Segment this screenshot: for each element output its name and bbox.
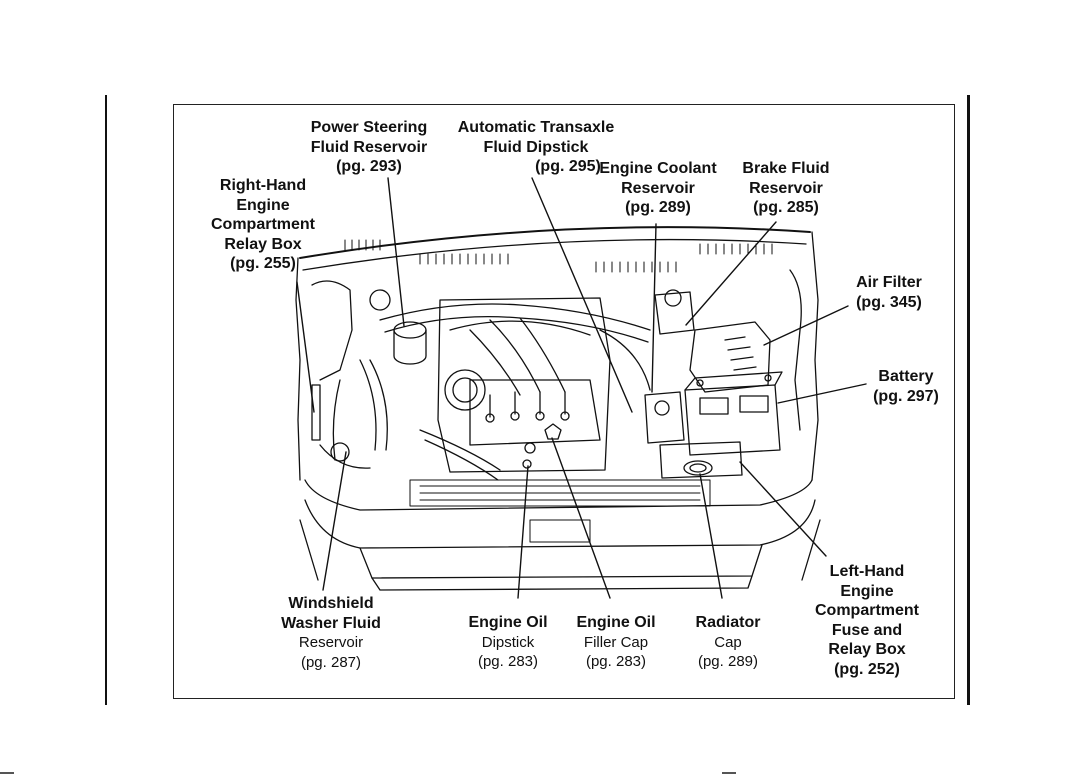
footer-mark-right (722, 772, 736, 774)
label-oil-filler: Engine Oil Filler Cap (pg. 283) (566, 613, 666, 672)
label-power-steering: Power Steering Fluid Reservoir (pg. 293) (303, 118, 435, 177)
transaxle-page: (pg. 295) (535, 158, 601, 176)
oil-dipstick-page: (pg. 283) (477, 653, 539, 671)
intake-and-hoses (332, 303, 651, 481)
washer-reservoir-shape (311, 384, 371, 469)
radiator-grille (409, 479, 711, 543)
battery-shape (684, 371, 783, 456)
label-washer: Windshield Washer Fluid Reservoir (pg. 2… (268, 594, 394, 672)
oil-filler-name1: Engine Oil (576, 614, 656, 631)
power-steering-name2: Fluid Reservoir (310, 138, 428, 156)
transaxle-name1: Automatic Transaxle (457, 119, 615, 136)
battery-name1: Battery (878, 368, 934, 385)
oil-dipstick-name2: Dipstick (481, 633, 535, 651)
power-steering-page: (pg. 293) (336, 158, 402, 176)
label-air-filter: Air Filter (pg. 345) (846, 273, 932, 312)
washer-name2: Washer Fluid (281, 614, 381, 632)
washer-name1: Windshield (288, 595, 374, 612)
rh-relay-name1: Right-Hand (219, 177, 307, 194)
lh-fuse-name5: Relay Box (828, 641, 906, 659)
page-right-rule (967, 95, 970, 705)
rh-relay-name4: Relay Box (224, 235, 302, 253)
leader-battery (777, 383, 867, 404)
leader-brake (685, 221, 777, 326)
label-transaxle: Automatic Transaxle Fluid Dipstick (pg. … (448, 118, 624, 177)
oil-filler-page: (pg. 283) (585, 653, 647, 671)
air-filter-name1: Air Filter (856, 274, 922, 291)
leader-coolant (651, 223, 657, 393)
label-brake: Brake Fluid Reservoir (pg. 285) (734, 159, 838, 218)
label-rh-relay: Right-Hand Engine Compartment Relay Box … (198, 176, 328, 274)
diagram-frame (173, 104, 955, 699)
leader-air-filter (763, 305, 849, 346)
label-coolant: Engine Coolant Reservoir (pg. 289) (590, 159, 726, 218)
brake-page: (pg. 285) (753, 199, 819, 217)
leader-power-steering (387, 177, 405, 327)
air-filter-page: (pg. 345) (856, 293, 922, 311)
washer-page: (pg. 287) (300, 653, 362, 671)
rh-relay-name2: Engine (236, 196, 290, 214)
lh-fuse-page: (pg. 252) (834, 660, 900, 678)
label-battery: Battery (pg. 297) (864, 367, 948, 406)
rh-relay-name3: Compartment (210, 216, 315, 234)
reservoir-shapes (644, 289, 695, 444)
fuse-box-shape (659, 441, 743, 479)
coolant-name2: Reservoir (621, 179, 695, 197)
leader-lh-fuse (739, 461, 827, 557)
hood-vents (344, 239, 773, 273)
label-lh-fuse: Left-Hand Engine Compartment Fuse and Re… (800, 562, 934, 680)
lh-fuse-name2: Engine (840, 582, 894, 600)
leader-lines (296, 177, 867, 599)
leader-rh-relay (296, 281, 315, 413)
engine-block (437, 297, 611, 473)
battery-page: (pg. 297) (873, 387, 939, 405)
power-steering-name1: Power Steering (310, 119, 428, 136)
leader-oil-filler (551, 437, 611, 599)
lh-fuse-name1: Left-Hand (829, 563, 905, 580)
power-steering-reservoir-shape (369, 289, 427, 365)
brake-name2: Reservoir (749, 179, 823, 197)
brake-name1: Brake Fluid (742, 160, 830, 177)
coolant-name1: Engine Coolant (599, 160, 717, 177)
leader-transaxle (531, 177, 633, 413)
footer-mark-left (0, 772, 14, 774)
oil-filler-name2: Filler Cap (583, 633, 649, 651)
radiator-page: (pg. 289) (697, 653, 759, 671)
coolant-page: (pg. 289) (625, 199, 691, 217)
hood-outline (295, 226, 819, 481)
label-oil-dipstick: Engine Oil Dipstick (pg. 283) (458, 613, 558, 672)
leader-oil-dipstick (517, 465, 529, 599)
radiator-name2: Cap (714, 633, 742, 651)
leader-washer (322, 451, 347, 591)
lh-fuse-name3: Compartment (814, 602, 919, 620)
label-radiator: Radiator Cap (pg. 289) (680, 613, 776, 672)
oil-dipstick-name1: Engine Oil (468, 614, 548, 631)
transaxle-name2: Fluid Dipstick (483, 138, 589, 156)
leader-radiator (699, 473, 723, 599)
radiator-name1: Radiator (695, 614, 761, 631)
lh-fuse-name4: Fuse and (831, 621, 903, 639)
page-left-rule (105, 95, 107, 705)
washer-name3: Reservoir (298, 634, 364, 652)
fender-structure (299, 269, 821, 591)
rh-relay-page: (pg. 255) (230, 255, 296, 273)
